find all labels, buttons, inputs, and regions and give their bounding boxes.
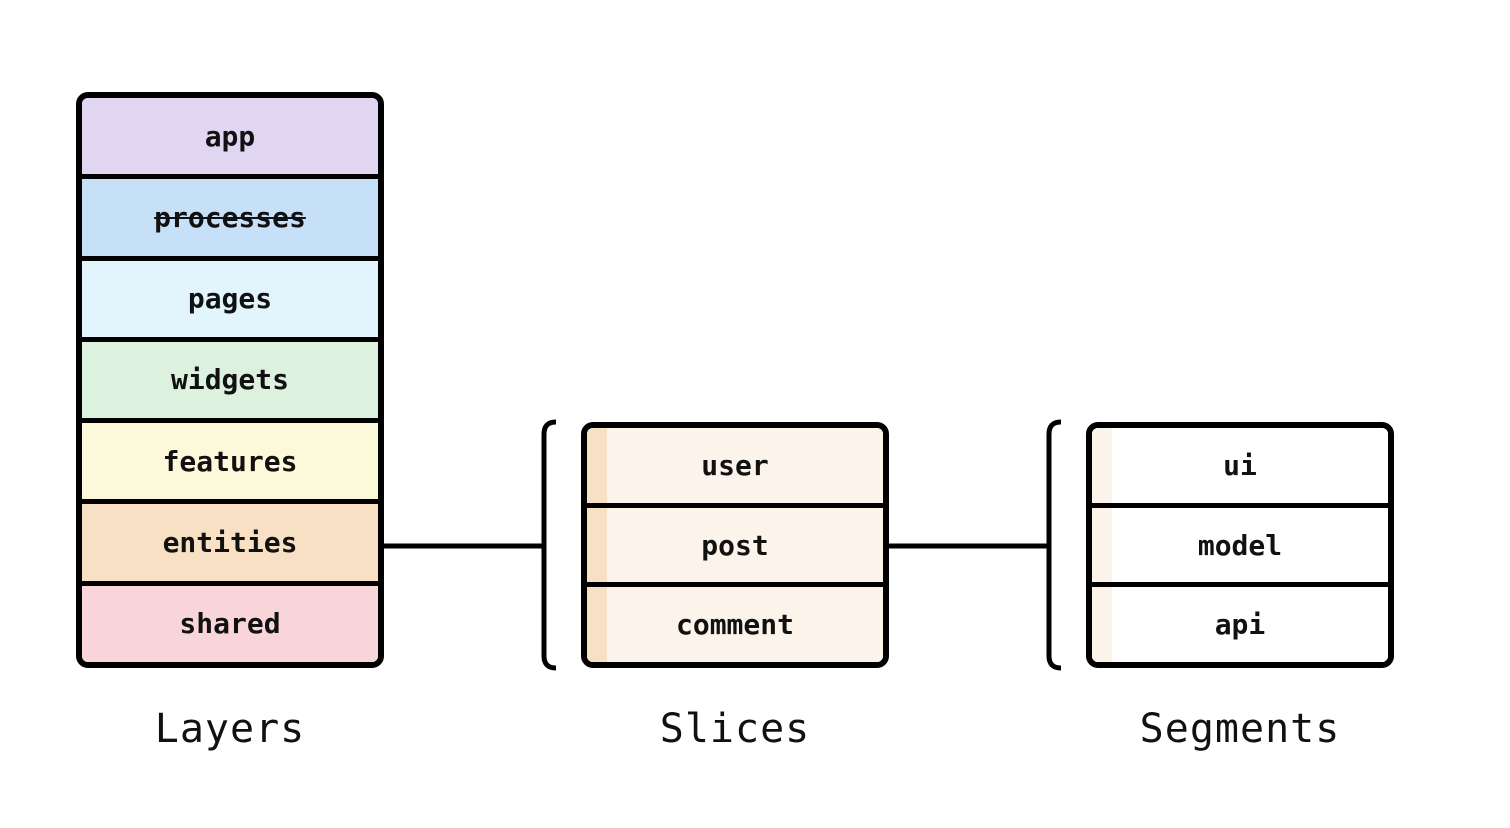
layer-label: processes xyxy=(154,200,306,234)
layer-label: entities xyxy=(162,526,298,560)
segments-bracket xyxy=(1046,419,1062,671)
segment-label: api xyxy=(1214,608,1266,642)
slice-label: comment xyxy=(675,608,794,642)
layer-features: features xyxy=(82,423,378,505)
slice-stripe xyxy=(587,428,607,503)
segments-stack: ui model api xyxy=(1086,422,1394,668)
segment-stripe xyxy=(1092,428,1112,503)
segment-model: model xyxy=(1092,507,1388,588)
slice-label: user xyxy=(701,448,769,482)
layer-shared: shared xyxy=(82,585,378,662)
slice-stripe xyxy=(587,587,607,662)
slice-user: user xyxy=(587,428,883,508)
slices-stack: user post comment xyxy=(581,422,889,668)
layer-widgets: widgets xyxy=(82,341,378,424)
slice-label: post xyxy=(701,528,769,562)
layer-label: features xyxy=(162,444,298,478)
slice-post: post xyxy=(587,507,883,588)
layers-caption: Layers xyxy=(154,706,306,752)
segment-ui: ui xyxy=(1092,428,1388,508)
layer-app: app xyxy=(82,98,378,180)
layer-label: app xyxy=(204,119,256,153)
layer-processes: processes xyxy=(82,179,378,261)
layer-label: pages xyxy=(187,282,273,316)
segment-api: api xyxy=(1092,587,1388,662)
segment-label: model xyxy=(1197,528,1283,562)
slice-stripe xyxy=(587,507,607,583)
layers-stack: app processes pages widgets features ent… xyxy=(76,92,384,668)
layer-label: shared xyxy=(179,607,281,641)
layer-pages: pages xyxy=(82,260,378,342)
layer-entities: entities xyxy=(82,504,378,586)
slices-caption: Slices xyxy=(659,706,811,752)
slices-bracket xyxy=(541,419,557,671)
segments-caption: Segments xyxy=(1139,706,1341,752)
slice-comment: comment xyxy=(587,587,883,662)
layer-label: widgets xyxy=(170,363,289,397)
segment-stripe xyxy=(1092,587,1112,662)
segment-label: ui xyxy=(1223,448,1257,482)
segment-stripe xyxy=(1092,507,1112,583)
